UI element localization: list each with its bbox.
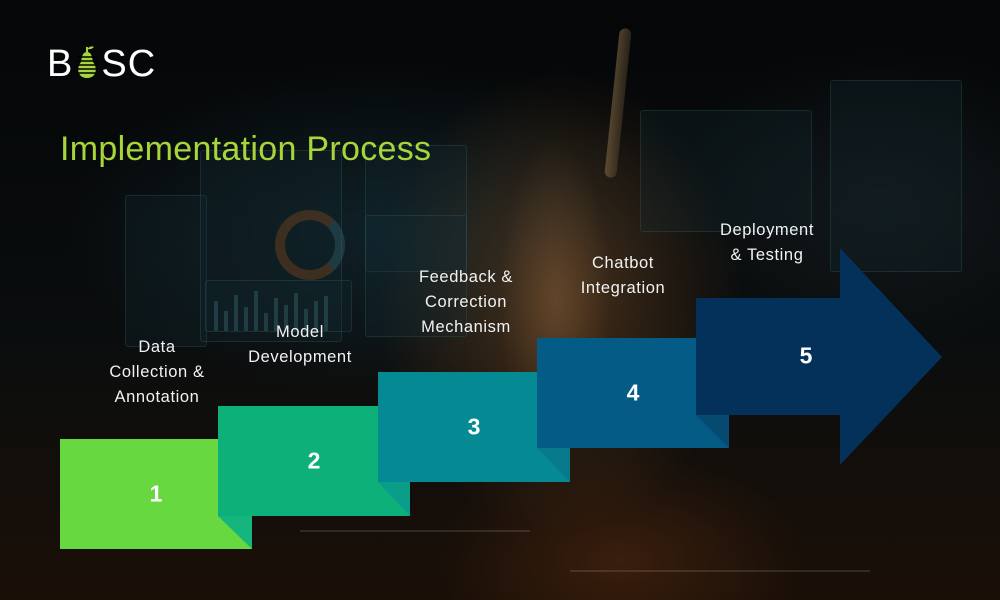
page-title: Implementation Process [60, 130, 432, 168]
logo-text-sc: SC [101, 42, 157, 85]
step-4-number: 4 [626, 379, 640, 406]
step-3-fold [537, 448, 570, 482]
step-5-label: Deployment & Testing [719, 221, 815, 264]
step-2-number: 2 [307, 447, 321, 474]
step-2-label: Model Development [248, 323, 352, 366]
step-1-number: 1 [149, 480, 163, 507]
step-5-number: 5 [799, 342, 813, 369]
step-3-label: Feedback & Correction Mechanism [418, 268, 514, 336]
step-1-label: Data Collection & Annotation [109, 338, 205, 406]
step-2-fold [378, 482, 410, 516]
step-1-fold [218, 516, 252, 549]
bosc-logo: B SC [47, 42, 157, 85]
step-4-label: Chatbot Integration [580, 254, 666, 297]
step-3-number: 3 [467, 413, 481, 440]
step-4-fold [695, 414, 729, 448]
step-5-arrow [696, 248, 942, 465]
logo-text-b: B [47, 42, 74, 85]
pear-icon [75, 44, 99, 80]
